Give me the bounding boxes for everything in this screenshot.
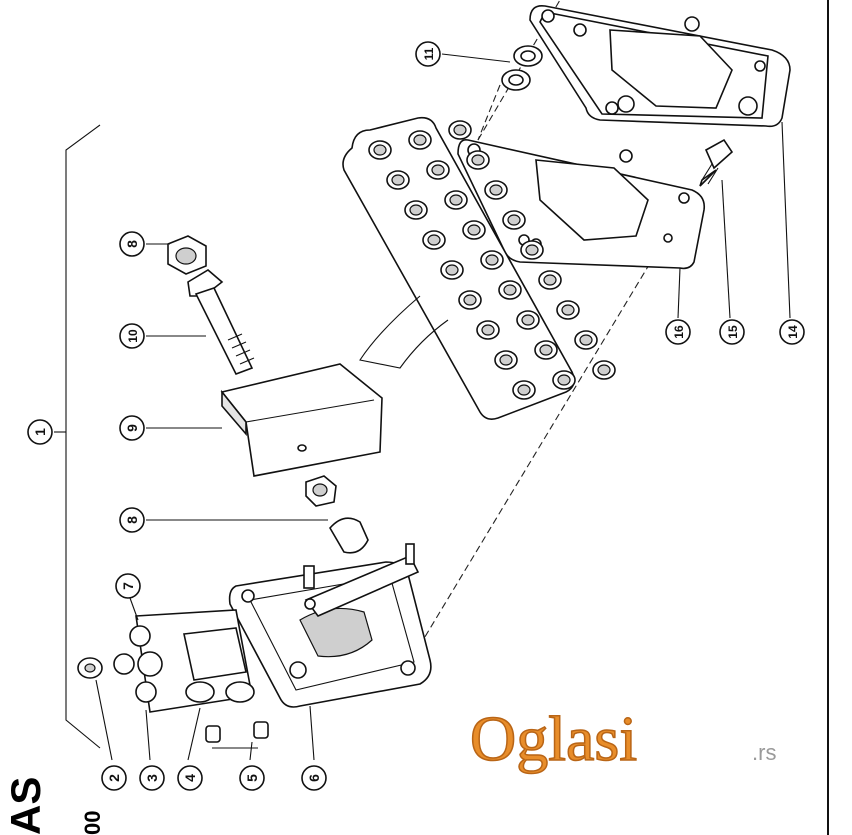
callout-16: 16 bbox=[665, 319, 691, 345]
pedal-hole-inner bbox=[499, 354, 513, 366]
callout-15: 15 bbox=[719, 319, 745, 345]
svg-text:14: 14 bbox=[786, 325, 800, 339]
pedal-hole-inner bbox=[431, 164, 445, 176]
pedal-hole-inner bbox=[517, 384, 531, 396]
assembly-bracket bbox=[54, 124, 101, 749]
callout-7: 7 bbox=[115, 573, 141, 599]
callout-10: 10 bbox=[119, 323, 145, 349]
callout-8-top: 8 bbox=[119, 231, 145, 257]
spacer-plate-16 bbox=[457, 138, 706, 270]
svg-text:10: 10 bbox=[126, 329, 140, 343]
pedal-hole-inner bbox=[471, 154, 485, 166]
pedal-hole-inner bbox=[579, 334, 593, 346]
cap-screw-15 bbox=[699, 138, 734, 187]
side-logo: AS bbox=[2, 777, 49, 835]
pedal-hole-inner bbox=[597, 364, 611, 376]
pedal-hole-inner bbox=[507, 214, 521, 226]
pedal-hole-inner bbox=[391, 174, 405, 186]
pedal-hole-inner bbox=[445, 264, 459, 276]
leader-lines bbox=[95, 53, 791, 761]
small-screws bbox=[205, 721, 269, 743]
svg-text:5: 5 bbox=[244, 774, 260, 782]
svg-text:16: 16 bbox=[672, 325, 686, 339]
pedal-hole-inner bbox=[539, 344, 553, 356]
callout-11: 11 bbox=[415, 41, 441, 67]
pedal-hole-inner bbox=[543, 274, 557, 286]
rocker-arm bbox=[303, 543, 420, 617]
pedal-hole-inner bbox=[413, 134, 427, 146]
caps-4-5 bbox=[185, 681, 255, 703]
svg-text:8: 8 bbox=[124, 516, 140, 524]
side-code: 00 bbox=[80, 811, 105, 835]
pedal-hole-inner bbox=[489, 184, 503, 196]
pedal-hole-inner bbox=[427, 234, 441, 246]
svg-text:Oglasi: Oglasi bbox=[470, 703, 637, 774]
callout-8-bottom: 8 bbox=[119, 507, 145, 533]
pedal-hole-inner bbox=[557, 374, 571, 386]
oglasi-watermark-logo: Oglasi .rs bbox=[469, 702, 776, 775]
svg-text:.rs: .rs bbox=[752, 740, 776, 765]
pedal-hole-inner bbox=[449, 194, 463, 206]
pedal-pad bbox=[342, 116, 616, 420]
pedal-hole-inner bbox=[453, 124, 467, 136]
pedal-hole-inner bbox=[503, 284, 517, 296]
callout-3: 3 bbox=[139, 765, 165, 791]
svg-text:8: 8 bbox=[124, 240, 140, 248]
svg-text:00: 00 bbox=[80, 811, 105, 835]
svg-text:1: 1 bbox=[32, 428, 48, 436]
pedal-hole-inner bbox=[525, 244, 539, 256]
valve-body-6 bbox=[228, 561, 432, 708]
callout-14: 14 bbox=[779, 319, 805, 345]
svg-text:3: 3 bbox=[144, 774, 160, 782]
svg-text:11: 11 bbox=[422, 47, 436, 60]
plug-screw-2 bbox=[77, 657, 103, 679]
pedal-holes bbox=[368, 120, 616, 400]
svg-text:4: 4 bbox=[182, 774, 198, 782]
end-cap-3 bbox=[113, 609, 253, 713]
bolt-10 bbox=[187, 269, 255, 376]
pedal-hole-inner bbox=[481, 324, 495, 336]
callout-5: 5 bbox=[239, 765, 265, 791]
pedal-hole-inner bbox=[467, 224, 481, 236]
svg-text:AS: AS bbox=[2, 777, 49, 835]
pedal-hole-inner bbox=[373, 144, 387, 156]
callout-4: 4 bbox=[177, 765, 203, 791]
callout-6: 6 bbox=[301, 765, 327, 791]
nut-8-bottom bbox=[305, 475, 369, 554]
mounting-plate-14 bbox=[529, 4, 791, 128]
callout-1: 1 bbox=[27, 419, 53, 445]
svg-text:15: 15 bbox=[726, 325, 740, 339]
callout-9: 9 bbox=[119, 415, 145, 441]
pedal-hole-inner bbox=[561, 304, 575, 316]
pedal-hole-inner bbox=[463, 294, 477, 306]
svg-text:6: 6 bbox=[306, 774, 322, 782]
svg-text:7: 7 bbox=[120, 582, 136, 590]
svg-text:9: 9 bbox=[124, 424, 140, 432]
pedal-bracket-9 bbox=[220, 363, 383, 477]
pedal-hole-inner bbox=[521, 314, 535, 326]
callout-2: 2 bbox=[101, 765, 127, 791]
pedal-hole-inner bbox=[409, 204, 423, 216]
pedal-hole-inner bbox=[485, 254, 499, 266]
washers-11 bbox=[501, 45, 543, 91]
svg-text:2: 2 bbox=[106, 774, 122, 782]
nut-8-top bbox=[167, 235, 207, 275]
